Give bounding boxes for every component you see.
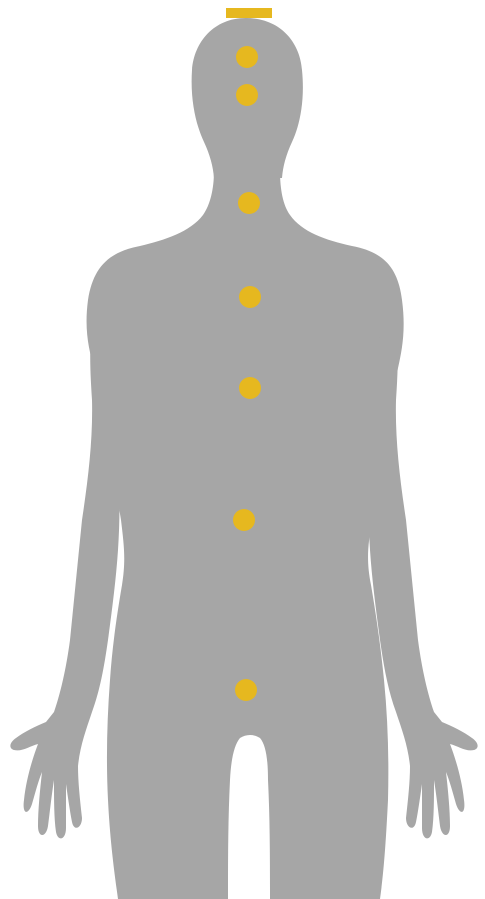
marker-point-4 — [239, 286, 261, 308]
marker-point-1 — [236, 46, 258, 68]
marker-point-5 — [239, 377, 261, 399]
marker-point-7 — [235, 679, 257, 701]
silhouette — [10, 18, 477, 899]
torso — [87, 170, 404, 899]
left-arm — [10, 300, 119, 838]
marker-point-3 — [238, 192, 260, 214]
marker-crown-bar — [226, 8, 272, 18]
marker-point-6 — [233, 509, 255, 531]
marker-point-2 — [236, 84, 258, 106]
